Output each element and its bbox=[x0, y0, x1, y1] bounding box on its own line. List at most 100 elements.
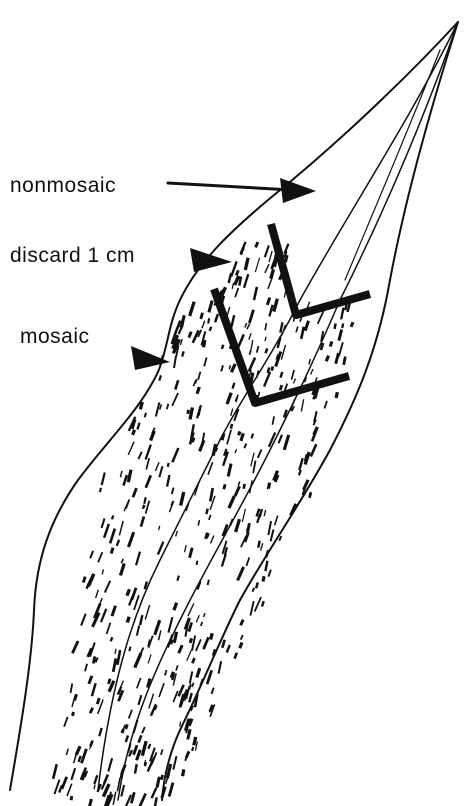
speckle-mark bbox=[175, 665, 178, 671]
mosaic-tick bbox=[174, 356, 176, 368]
speckle-mark bbox=[240, 635, 244, 640]
speckle-mark bbox=[308, 492, 312, 498]
speckle-mark bbox=[250, 340, 254, 353]
speckle-mark bbox=[272, 416, 275, 425]
speckle-mark bbox=[227, 273, 232, 283]
speckle-mark bbox=[312, 426, 319, 435]
nonmosaic-arrow-head bbox=[280, 178, 316, 203]
speckle-mark bbox=[244, 323, 247, 328]
speckle-mark bbox=[222, 484, 226, 490]
speckle-mark bbox=[234, 519, 241, 533]
speckle-mark bbox=[263, 371, 271, 387]
speckle-mark bbox=[248, 333, 252, 340]
speckle-mark bbox=[107, 758, 113, 772]
speckle-mark bbox=[166, 403, 169, 409]
speckle-mark bbox=[333, 323, 336, 329]
speckle-mark bbox=[191, 658, 196, 664]
speckle-mark bbox=[112, 658, 117, 672]
speckle-mark bbox=[246, 557, 251, 566]
speckle-mark bbox=[127, 532, 135, 548]
speckle-mark bbox=[121, 559, 124, 564]
speckle-mark bbox=[155, 462, 160, 471]
speckle-mark bbox=[63, 717, 68, 727]
speckle-mark bbox=[160, 775, 164, 781]
speckle-mark bbox=[199, 312, 203, 319]
speckle-mark bbox=[231, 383, 235, 389]
speckle-mark bbox=[164, 670, 167, 676]
speckle-mark bbox=[191, 682, 194, 687]
speckle-mark bbox=[101, 518, 106, 528]
speckle-mark bbox=[220, 365, 224, 372]
speckle-mark bbox=[233, 652, 238, 659]
speckle-mark bbox=[185, 751, 190, 758]
speckle-mark bbox=[138, 793, 147, 806]
speckle-mark bbox=[181, 351, 185, 357]
speckle-mark bbox=[300, 326, 305, 339]
speckle-mark bbox=[196, 561, 199, 566]
speckle-mark bbox=[230, 424, 234, 429]
speckle-mark bbox=[329, 341, 333, 347]
speckle-mark bbox=[116, 539, 121, 546]
speckle-mark bbox=[283, 435, 290, 451]
speckle-mark bbox=[107, 678, 111, 684]
speckle-mark bbox=[214, 314, 219, 323]
speckle-mark bbox=[195, 639, 202, 651]
speckle-mark bbox=[298, 458, 304, 471]
speckle-mark bbox=[80, 613, 86, 626]
speckle-mark bbox=[230, 315, 235, 328]
speckle-mark bbox=[186, 646, 193, 661]
speckle-mark bbox=[70, 683, 74, 693]
speckle-mark bbox=[155, 402, 160, 417]
speckle-mark bbox=[140, 516, 146, 527]
speckle-mark bbox=[340, 307, 345, 319]
speckle-mark bbox=[128, 646, 131, 651]
speckle-mark bbox=[93, 784, 95, 789]
speckle-mark bbox=[71, 712, 75, 717]
speckle-mark bbox=[87, 799, 93, 806]
speckle-mark bbox=[250, 433, 254, 439]
speckle-mark bbox=[226, 645, 231, 653]
speckle-mark bbox=[227, 463, 233, 477]
speckle-mark bbox=[120, 471, 123, 478]
speckle-mark bbox=[243, 443, 247, 448]
speckle-mark bbox=[109, 528, 116, 544]
speckle-mark bbox=[151, 787, 158, 798]
speckle-mark bbox=[124, 724, 129, 730]
speckle-mark bbox=[52, 764, 58, 779]
leaf-vein-inner-2 bbox=[345, 50, 440, 280]
speckle-mark bbox=[172, 602, 178, 611]
speckle-mark bbox=[97, 552, 103, 563]
speckle-mark bbox=[200, 622, 203, 627]
speckle-mark bbox=[341, 323, 344, 328]
speckle-mark bbox=[337, 329, 343, 341]
speckle-mark bbox=[236, 566, 245, 581]
speckle-mark bbox=[82, 576, 87, 583]
speckle-mark bbox=[141, 727, 145, 734]
speckle-mark bbox=[254, 242, 259, 248]
speckle-mark bbox=[132, 720, 138, 734]
speckle-mark bbox=[279, 372, 283, 378]
speckle-mark bbox=[264, 323, 267, 330]
speckle-mark bbox=[150, 704, 157, 716]
speckle-mark bbox=[243, 274, 249, 288]
speckle-mark bbox=[103, 774, 109, 784]
speckle-mark bbox=[325, 355, 330, 362]
speckle-mark bbox=[126, 616, 131, 623]
speckle-mark bbox=[248, 357, 257, 372]
speckle-mark bbox=[102, 569, 104, 574]
speckle-mark bbox=[172, 691, 178, 703]
speckle-mark bbox=[264, 337, 266, 342]
speckle-mark bbox=[136, 625, 140, 636]
speckle-mark bbox=[166, 475, 171, 487]
speckle-mark bbox=[128, 441, 135, 455]
speckle-mark bbox=[261, 576, 265, 582]
speckle-mark bbox=[137, 451, 142, 459]
speckle-mark bbox=[116, 650, 121, 665]
speckle-mark bbox=[99, 488, 102, 493]
speckle-mark bbox=[239, 619, 244, 626]
speckle-mark bbox=[119, 563, 126, 576]
speckle-mark bbox=[209, 326, 213, 331]
speckle-mark bbox=[125, 735, 130, 742]
speckle-mark bbox=[237, 431, 241, 436]
speckle-mark bbox=[189, 671, 193, 683]
